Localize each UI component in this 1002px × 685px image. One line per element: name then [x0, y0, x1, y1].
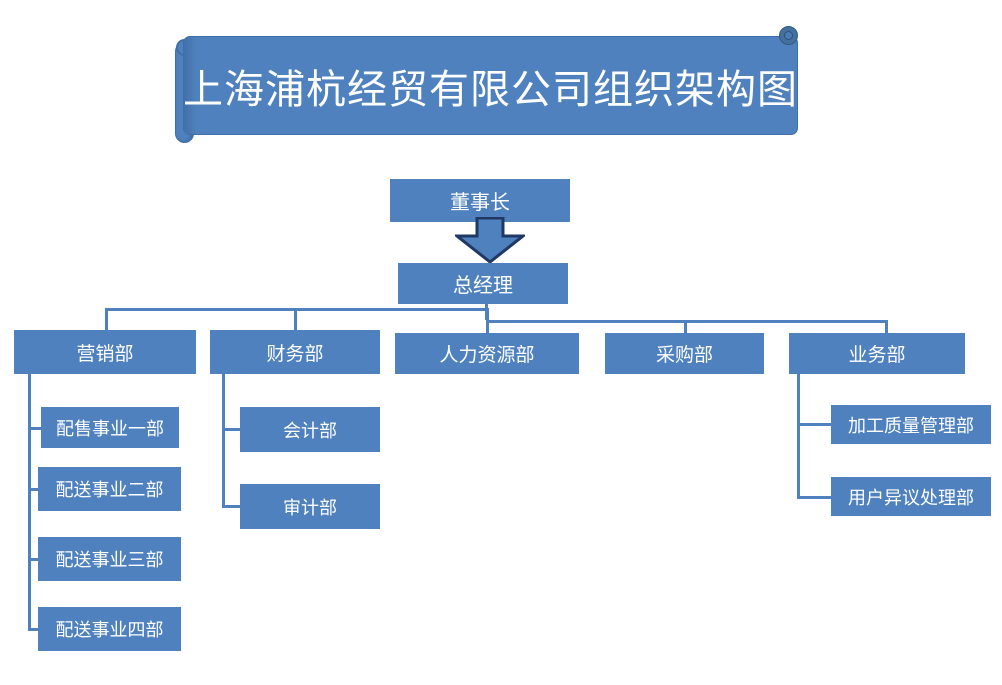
connector-marketing-trunk [28, 374, 31, 631]
node-chairman[interactable]: 董事长 [390, 179, 570, 222]
node-sales-div-2-label: 配送事业二部 [55, 480, 164, 500]
node-general-manager-label: 总经理 [453, 275, 513, 297]
node-sales-div-4-label: 配送事业四部 [55, 620, 164, 640]
node-complaint-handling[interactable]: 用户异议处理部 [831, 477, 991, 516]
node-quality-management-label: 加工质量管理部 [848, 415, 974, 436]
connector-marketing-stub-3 [28, 558, 44, 561]
node-quality-management[interactable]: 加工质量管理部 [831, 405, 991, 444]
connector-business-stub-1 [797, 423, 833, 426]
banner-body [183, 36, 798, 135]
connector-drop-hr [486, 308, 489, 333]
connector-drop-purchasing [684, 320, 687, 333]
node-sales-div-1-label: 配售事业一部 [56, 418, 164, 439]
node-general-manager[interactable]: 总经理 [398, 263, 568, 304]
node-hr-label: 人力资源部 [439, 345, 535, 366]
connector-drop-finance [294, 308, 297, 331]
node-accounting[interactable]: 会计部 [240, 407, 380, 452]
connector-finance-stub-1 [222, 428, 242, 431]
connector-business-trunk [797, 374, 800, 499]
node-complaint-handling-label: 用户异议处理部 [848, 487, 974, 508]
arrow-chairman-to-gm [455, 217, 525, 263]
node-marketing[interactable]: 营销部 [14, 330, 196, 374]
node-audit-label: 审计部 [283, 497, 337, 518]
node-purchasing-label: 采购部 [655, 345, 713, 366]
connector-marketing-stub-1 [28, 427, 44, 430]
connector-finance-stub-2 [222, 505, 242, 508]
node-finance-label: 财务部 [266, 343, 324, 365]
node-audit[interactable]: 审计部 [240, 484, 380, 529]
node-sales-div-1[interactable]: 配售事业一部 [41, 407, 179, 448]
node-purchasing[interactable]: 采购部 [605, 333, 764, 374]
node-sales-div-4[interactable]: 配送事业四部 [38, 607, 181, 651]
connector-drop-marketing [105, 308, 108, 331]
node-marketing-label: 营销部 [76, 343, 134, 365]
node-finance[interactable]: 财务部 [210, 330, 380, 374]
node-sales-div-3[interactable]: 配送事业三部 [38, 537, 181, 581]
node-business-label: 业务部 [848, 345, 906, 366]
node-hr[interactable]: 人力资源部 [395, 333, 579, 374]
connector-drop-business [885, 320, 888, 333]
node-accounting-label: 会计部 [283, 420, 337, 441]
node-sales-div-3-label: 配送事业三部 [55, 550, 164, 570]
connector-marketing-stub-4 [28, 628, 44, 631]
node-business[interactable]: 业务部 [789, 333, 965, 374]
connector-business-stub-2 [797, 496, 833, 499]
connector-marketing-stub-2 [28, 488, 44, 491]
node-chairman-label: 董事长 [450, 192, 510, 214]
node-sales-div-2[interactable]: 配送事业二部 [38, 467, 181, 511]
connector-finance-trunk [222, 374, 225, 508]
scroll-roll-right-cap [784, 31, 793, 40]
banner-inner-shadow [184, 37, 196, 134]
page-title: 上海浦杭经贸有限公司组织架构图 [183, 67, 798, 112]
connector-bus-right [486, 320, 888, 323]
